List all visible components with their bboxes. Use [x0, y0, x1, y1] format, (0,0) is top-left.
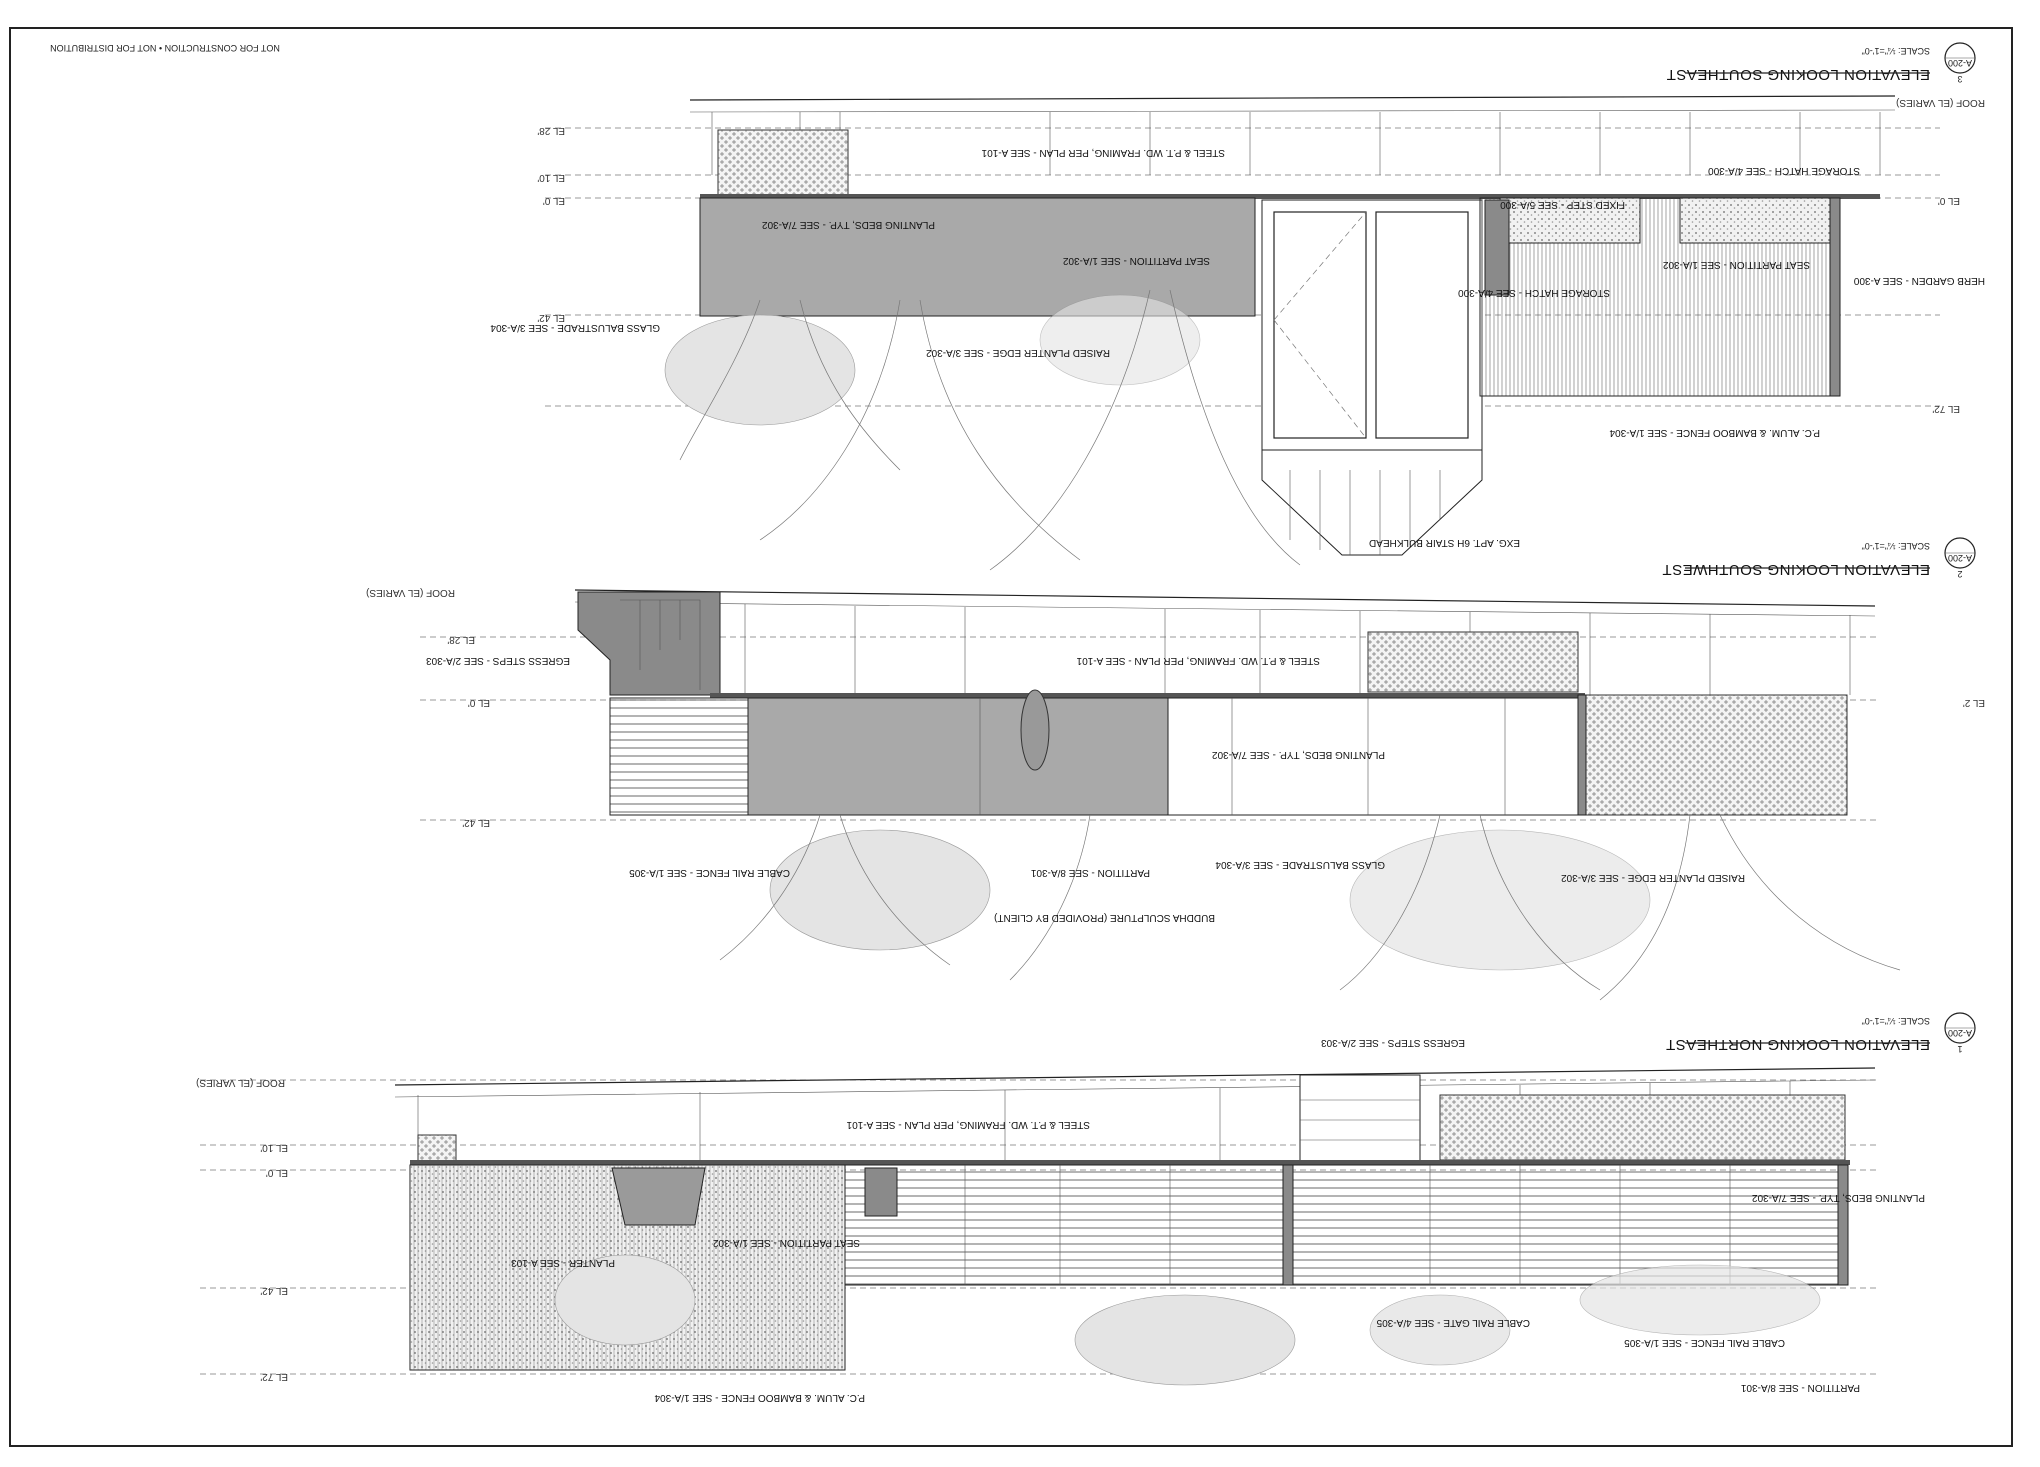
sheet-ref-1: A-200 — [1948, 1028, 1972, 1038]
level-label: EL 42' — [462, 817, 490, 828]
elevation-southeast: 3 A-200 SCALE: ¼"=1'-0" ELEVATION LOOKIN… — [490, 42, 1985, 571]
note-label: PARTITION - SEE 8/A-301 — [1740, 1382, 1860, 1393]
tree-canopy-2 — [719, 689, 1901, 1001]
note-label: RAISED PLANTER EDGE - SEE 3/A-302 — [1561, 872, 1745, 883]
title-2: ELEVATION LOOKING SOUTHWEST — [1662, 561, 1930, 578]
note-label: FIXED STEP - SEE 5/A-300 — [1500, 199, 1625, 210]
level-label: EL 72' — [1932, 403, 1960, 414]
level-label: EL 0' — [1938, 195, 1960, 206]
note-label: EXG. APT. 6H STAIR BULKHEAD — [1369, 537, 1520, 548]
note-label: PARTITION - SEE 8/A-301 — [1030, 867, 1150, 878]
elevation-southwest: 2 A-200 SCALE: ¼"=1'-0" ELEVATION LOOKIN… — [366, 537, 1985, 1001]
scale-1: SCALE: ¼"=1'-0" — [1862, 1016, 1930, 1026]
note-label: CABLE RAIL FENCE - SEE 1/A-305 — [629, 867, 790, 878]
detail-number-3: 3 — [1957, 74, 1962, 84]
note-label: P.C. ALUM. & BAMBOO FENCE - SEE 1/A-304 — [654, 1392, 865, 1403]
level-label: EL 10' — [537, 172, 565, 183]
level-label: EL 0' — [468, 697, 490, 708]
level-label: EL 72' — [260, 1371, 288, 1382]
note-label: SEAT PARTITION - SEE 1/A-302 — [1062, 255, 1210, 266]
level-label: EL 0' — [266, 1167, 288, 1178]
detail-number-2: 2 — [1957, 569, 1962, 579]
level-label: ROOF (EL VARIES) — [1896, 97, 1985, 108]
level-label: EL 2' — [1963, 697, 1985, 708]
note-label: P.C. ALUM. & BAMBOO FENCE - SEE 1/A-304 — [1609, 427, 1820, 438]
note-label: STEEL & P.T. WD. FRAMING, PER PLAN - SEE… — [1076, 655, 1320, 666]
note-label: EGRESS STEPS - SEE 2/A-303 — [1321, 1037, 1465, 1048]
note-label: PLANTING BEDS, TYP. - SEE 7/A-302 — [1212, 749, 1385, 760]
note-label: EGRESS STEPS - SEE 2/A-303 — [426, 655, 570, 666]
scale-3: SCALE: ¼"=1'-0" — [1862, 46, 1930, 56]
title-1: ELEVATION LOOKING NORTHEAST — [1666, 1036, 1930, 1053]
note-label: STEEL & P.T. WD. FRAMING, PER PLAN - SEE… — [981, 147, 1225, 158]
note-label: HERB GARDEN - SEE A-300 — [1853, 275, 1985, 286]
level-label: EL 10' — [260, 1142, 288, 1153]
elevation-northeast: 1 A-200 SCALE: ¼"=1'-0" ELEVATION LOOKIN… — [196, 1012, 1976, 1403]
level-label: EL 42' — [537, 312, 565, 323]
note-label: STEEL & P.T. WD. FRAMING, PER PLAN - SEE… — [846, 1119, 1090, 1130]
note-label: STORAGE HATCH - SEE 4/A-300 — [1458, 287, 1610, 298]
note-label: GLASS BALUSTRADE - SEE 3/A-304 — [1215, 859, 1385, 870]
note-label: GLASS BALUSTRADE - SEE 3/A-304 — [490, 322, 660, 333]
note-label: CABLE RAIL FENCE - SEE 1/A-305 — [1624, 1337, 1785, 1348]
note-label: CABLE RAIL GATE - SEE 4/A-305 — [1376, 1317, 1530, 1328]
note-label: STORAGE HATCH - SEE 4/A-300 — [1708, 165, 1860, 176]
level-label: EL 28' — [447, 634, 475, 645]
note-label: PLANTING BEDS, TYP. - SEE 7/A-302 — [762, 219, 935, 230]
sheet-ref-2: A-200 — [1948, 553, 1972, 563]
note-label: BUDDHA SCULPTURE (PROVIDED BY CLIENT) — [994, 912, 1215, 923]
note-label: PLANTING BEDS, TYP. - SEE 7/A-302 — [1752, 1192, 1925, 1203]
level-label: EL 42' — [260, 1285, 288, 1296]
note-label: RAISED PLANTER EDGE - SEE 3/A-302 — [926, 347, 1110, 358]
sheet-border — [9, 27, 2013, 1447]
scale-2: SCALE: ¼"=1'-0" — [1862, 541, 1930, 551]
shrubs-1 — [554, 1254, 1821, 1386]
sheet-ref-3: A-200 — [1948, 58, 1972, 68]
detail-number-1: 1 — [1957, 1044, 1962, 1054]
note-label: SEAT PARTITION - SEE 1/A-302 — [712, 1237, 860, 1248]
note-label: PLANTER - SEE A-103 — [511, 1257, 615, 1268]
level-label: ROOF (EL VARIES) — [366, 587, 455, 598]
level-label: EL 28' — [537, 125, 565, 136]
note-label: SEAT PARTITION - SEE 1/A-302 — [1662, 259, 1810, 270]
title-3: ELEVATION LOOKING SOUTHEAST — [1666, 66, 1930, 83]
level-label: EL 0' — [543, 195, 565, 206]
level-label: ROOF (EL VARIES) — [196, 1077, 285, 1088]
tree-canopy-3 — [664, 289, 1301, 571]
disclaimer-text: NOT FOR CONSTRUCTION • NOT FOR DISTRIBUT… — [50, 43, 280, 53]
